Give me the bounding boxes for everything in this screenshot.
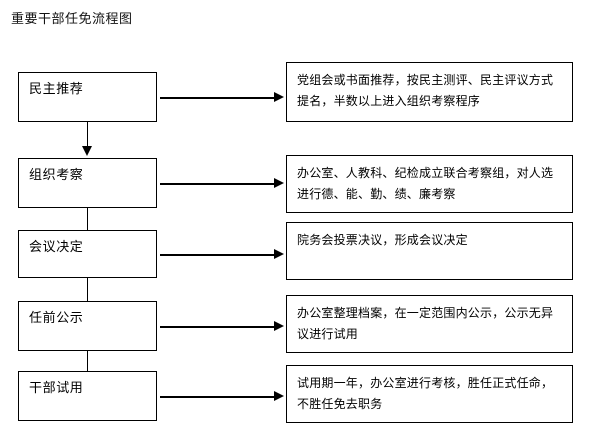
arrow-right-icon-2 bbox=[160, 178, 284, 189]
detail-box-meeting-decision[interactable]: 院务会投票决议，形成会议决定 bbox=[286, 222, 573, 280]
arrow-head bbox=[274, 92, 284, 102]
arrow-shaft bbox=[86, 122, 89, 147]
detail-box-democratic-recommendation[interactable]: 党组会或书面推荐，按民主测评、民主评议方式提名，半数以上进入组织考察程序 bbox=[286, 62, 573, 122]
arrow-head bbox=[274, 249, 284, 259]
arrow-shaft bbox=[160, 183, 274, 185]
stage-box-organizational-inspection[interactable]: 组织考察 bbox=[18, 158, 157, 208]
stage-box-cadre-probation[interactable]: 干部试用 bbox=[18, 371, 157, 421]
stage-box-democratic-recommendation[interactable]: 民主推荐 bbox=[18, 72, 157, 122]
arrow-head bbox=[274, 178, 284, 188]
arrow-shaft bbox=[86, 351, 89, 374]
detail-box-pre-appointment-publicity[interactable]: 办公室整理档案，在一定范围内公示，公示无异议进行试用 bbox=[286, 295, 573, 353]
page-title: 重要干部任免流程图 bbox=[11, 12, 133, 27]
stage-box-pre-appointment-publicity[interactable]: 任前公示 bbox=[18, 301, 157, 351]
detail-text: 办公室、人教科、纪检成立联合考察组，对人选进行德、能、勤、绩、廉考察 bbox=[297, 166, 554, 201]
arrow-shaft bbox=[86, 278, 89, 302]
detail-text: 党组会或书面推荐，按民主测评、民主评议方式提名，半数以上进入组织考察程序 bbox=[297, 73, 554, 108]
stage-label: 组织考察 bbox=[29, 168, 84, 183]
arrow-right-icon-4 bbox=[160, 321, 284, 332]
stage-label: 民主推荐 bbox=[29, 82, 84, 97]
arrow-shaft bbox=[160, 254, 274, 256]
stage-label: 任前公示 bbox=[29, 311, 84, 326]
arrow-right-icon-5 bbox=[160, 391, 284, 402]
arrow-head bbox=[274, 391, 284, 401]
arrow-shaft bbox=[86, 208, 89, 231]
arrow-shaft bbox=[160, 396, 274, 398]
arrow-right-icon-3 bbox=[160, 249, 284, 260]
stage-box-meeting-decision[interactable]: 会议决定 bbox=[18, 230, 157, 278]
detail-text: 办公室整理档案，在一定范围内公示，公示无异议进行试用 bbox=[297, 306, 554, 341]
detail-box-organizational-inspection[interactable]: 办公室、人教科、纪检成立联合考察组，对人选进行德、能、勤、绩、廉考察 bbox=[286, 155, 573, 213]
arrow-head bbox=[82, 146, 92, 156]
detail-text: 试用期一年，办公室进行考核，胜任正式任命，不胜任免去职务 bbox=[297, 376, 554, 411]
arrow-shaft bbox=[160, 97, 274, 99]
arrow-head bbox=[274, 321, 284, 331]
stage-label: 会议决定 bbox=[29, 240, 84, 255]
detail-text: 院务会投票决议，形成会议决定 bbox=[297, 233, 468, 247]
arrow-shaft bbox=[160, 326, 274, 328]
detail-box-cadre-probation[interactable]: 试用期一年，办公室进行考核，胜任正式任命，不胜任免去职务 bbox=[286, 365, 573, 423]
arrow-down-icon-1 bbox=[82, 122, 93, 156]
arrow-right-icon-1 bbox=[160, 92, 284, 103]
stage-label: 干部试用 bbox=[29, 381, 84, 396]
